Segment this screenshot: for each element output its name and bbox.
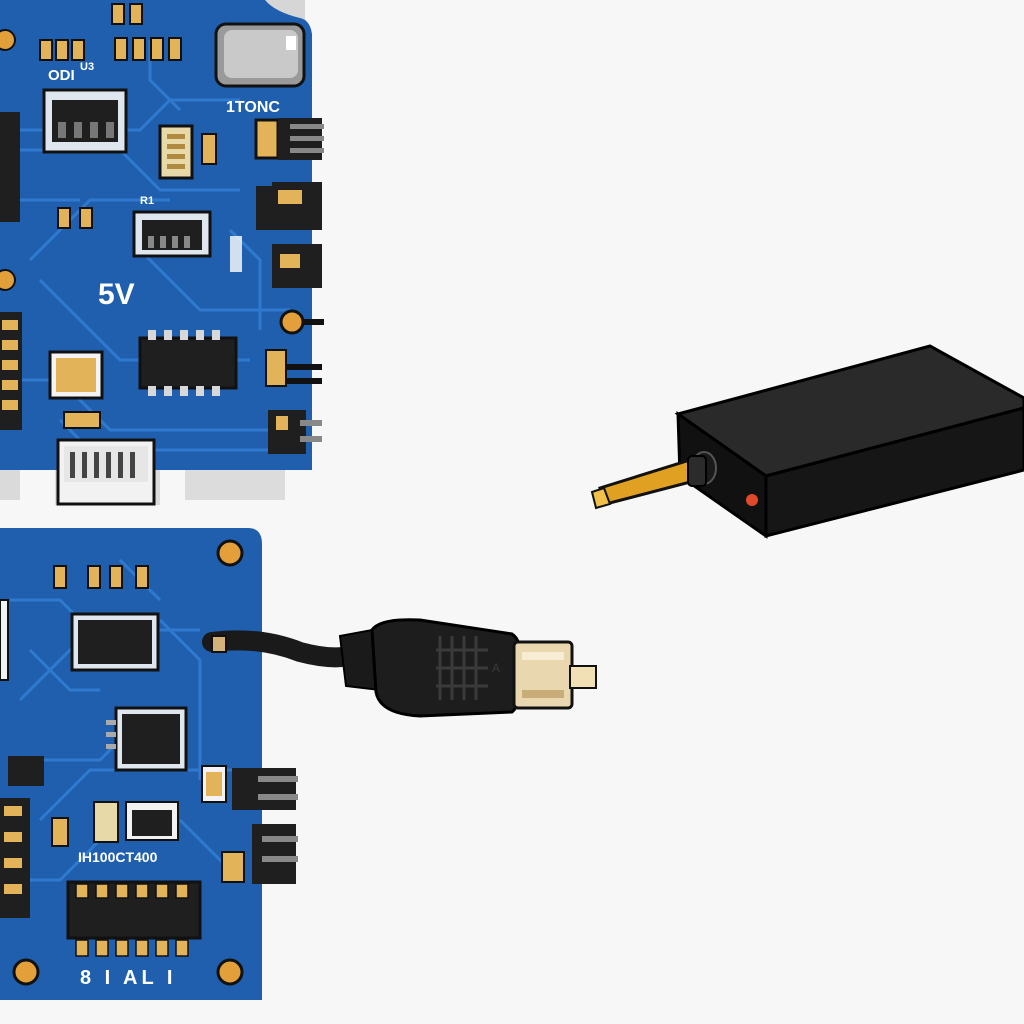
- plug-tip: [569, 665, 597, 689]
- mounting-hole: [279, 309, 305, 335]
- plug-grip-icon: [436, 636, 488, 700]
- crystal-oscillator: [214, 22, 306, 88]
- label-voltage: 5V: [98, 278, 135, 311]
- label-code: ODI: [48, 67, 75, 84]
- cable-plug-assembly: A: [202, 618, 597, 718]
- bottom-ic-1: [70, 612, 160, 672]
- gold-smd-component: [48, 350, 104, 400]
- mid-ic: [132, 210, 212, 258]
- plug-label: A: [492, 661, 500, 675]
- bottom-ic-2: [106, 706, 188, 772]
- label-bottom: 8 I AL I: [80, 967, 176, 989]
- label-small-a: U3: [80, 61, 94, 73]
- module-led-icon: [746, 494, 758, 506]
- smd-pads-top: [39, 3, 182, 61]
- bottom-smd-components: [8, 756, 245, 883]
- label-part: IH100CT400: [78, 849, 158, 865]
- plug-metal-sleeve: [512, 640, 574, 710]
- black-cable: [202, 630, 360, 668]
- right-edge-connectors: [230, 118, 324, 454]
- black-box-module: [590, 344, 1024, 539]
- label-chip: 1TONC: [226, 99, 280, 116]
- regulator-chip: [42, 88, 128, 154]
- dip-ic-top: [138, 330, 238, 396]
- bottom-right-connectors: [201, 765, 298, 884]
- smd-pads-mid: [57, 207, 93, 229]
- bottom-left-edge-pins: [0, 599, 30, 918]
- top-circuit-board: ODI U3 1TONC 5V R1: [0, 0, 324, 506]
- jst-header: [158, 124, 217, 180]
- usb-connector-top: [56, 438, 156, 506]
- module-side-face: [764, 406, 1024, 538]
- smd-pads-bottom-row: [53, 565, 149, 589]
- dip-ic-bottom: [66, 880, 202, 957]
- label-small-b: R1: [140, 195, 154, 207]
- bottom-circuit-board: IH100CT400 8 I AL I: [0, 528, 298, 1000]
